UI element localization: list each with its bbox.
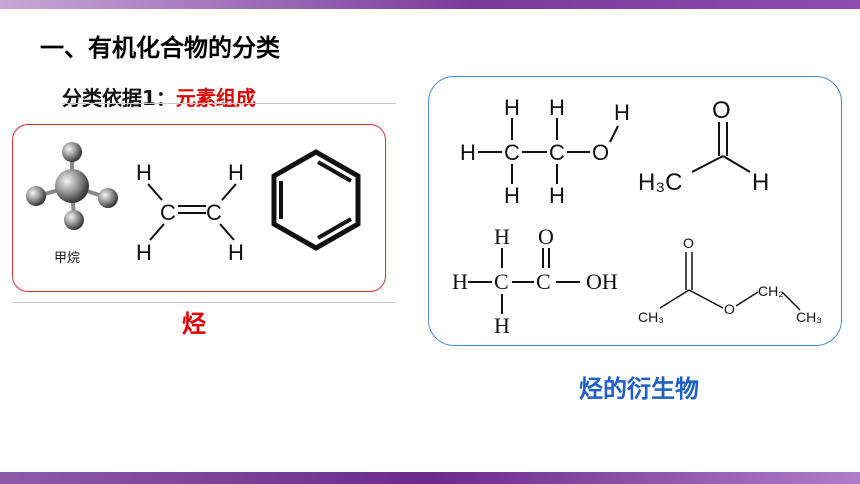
methane-label: 甲烷 — [54, 250, 80, 265]
benzene-structure — [271, 149, 361, 251]
svg-text:H: H — [452, 269, 468, 294]
svg-text:O: O — [592, 140, 609, 165]
svg-text:CH₃: CH₃ — [638, 309, 664, 325]
top-accent-bar — [0, 0, 860, 9]
ethylene-structure: H H C C H H — [136, 160, 244, 265]
methane-model — [26, 142, 118, 230]
acetic-acid-structure: H O H C C OH H — [452, 224, 618, 338]
svg-text:O: O — [712, 97, 731, 124]
svg-text:H: H — [228, 240, 244, 265]
svg-text:H: H — [494, 224, 510, 249]
svg-text:C: C — [160, 200, 176, 225]
svg-text:H₃C: H₃C — [638, 169, 682, 196]
ethyl-acetate-structure: O CH₃ O CH₂ CH₃ — [638, 235, 822, 325]
svg-text:O: O — [683, 235, 694, 251]
svg-text:H: H — [504, 95, 520, 120]
svg-text:H: H — [136, 240, 152, 265]
derivative-label: 烃的衍生物 — [579, 375, 699, 403]
svg-text:H: H — [228, 160, 244, 185]
svg-text:C: C — [504, 140, 520, 165]
page-title: 一、有机化合物的分类 — [40, 34, 280, 62]
svg-text:O: O — [538, 224, 554, 249]
svg-text:C: C — [549, 140, 565, 165]
svg-text:H: H — [549, 95, 565, 120]
svg-text:CH₂: CH₂ — [758, 283, 784, 299]
derivative-box — [428, 76, 842, 346]
basis-prefix: 分类依据1： — [62, 86, 176, 110]
hydrocarbon-label: 烃 — [182, 310, 206, 338]
classification-basis: 分类依据1：元素组成 — [62, 82, 256, 111]
divider-line — [12, 302, 396, 303]
svg-text:H: H — [752, 169, 769, 196]
svg-text:H: H — [460, 140, 476, 165]
svg-text:CH₃: CH₃ — [796, 309, 822, 325]
svg-text:H: H — [504, 183, 520, 208]
svg-text:O: O — [724, 301, 735, 317]
hydrocarbon-box — [12, 124, 386, 292]
acetaldehyde-structure: O H₃C H — [638, 97, 769, 196]
svg-text:H: H — [494, 313, 510, 338]
svg-text:H: H — [549, 183, 565, 208]
svg-text:C: C — [494, 269, 509, 294]
ethanol-structure: H H H H C C O H H — [460, 95, 630, 208]
basis-highlight: 元素组成 — [175, 86, 256, 110]
bottom-accent-bar — [0, 472, 860, 484]
svg-text:C: C — [206, 200, 222, 225]
svg-text:C: C — [536, 269, 551, 294]
divider-line — [62, 103, 396, 104]
svg-text:OH: OH — [586, 269, 618, 294]
svg-text:H: H — [614, 100, 630, 125]
svg-text:H: H — [136, 160, 152, 185]
